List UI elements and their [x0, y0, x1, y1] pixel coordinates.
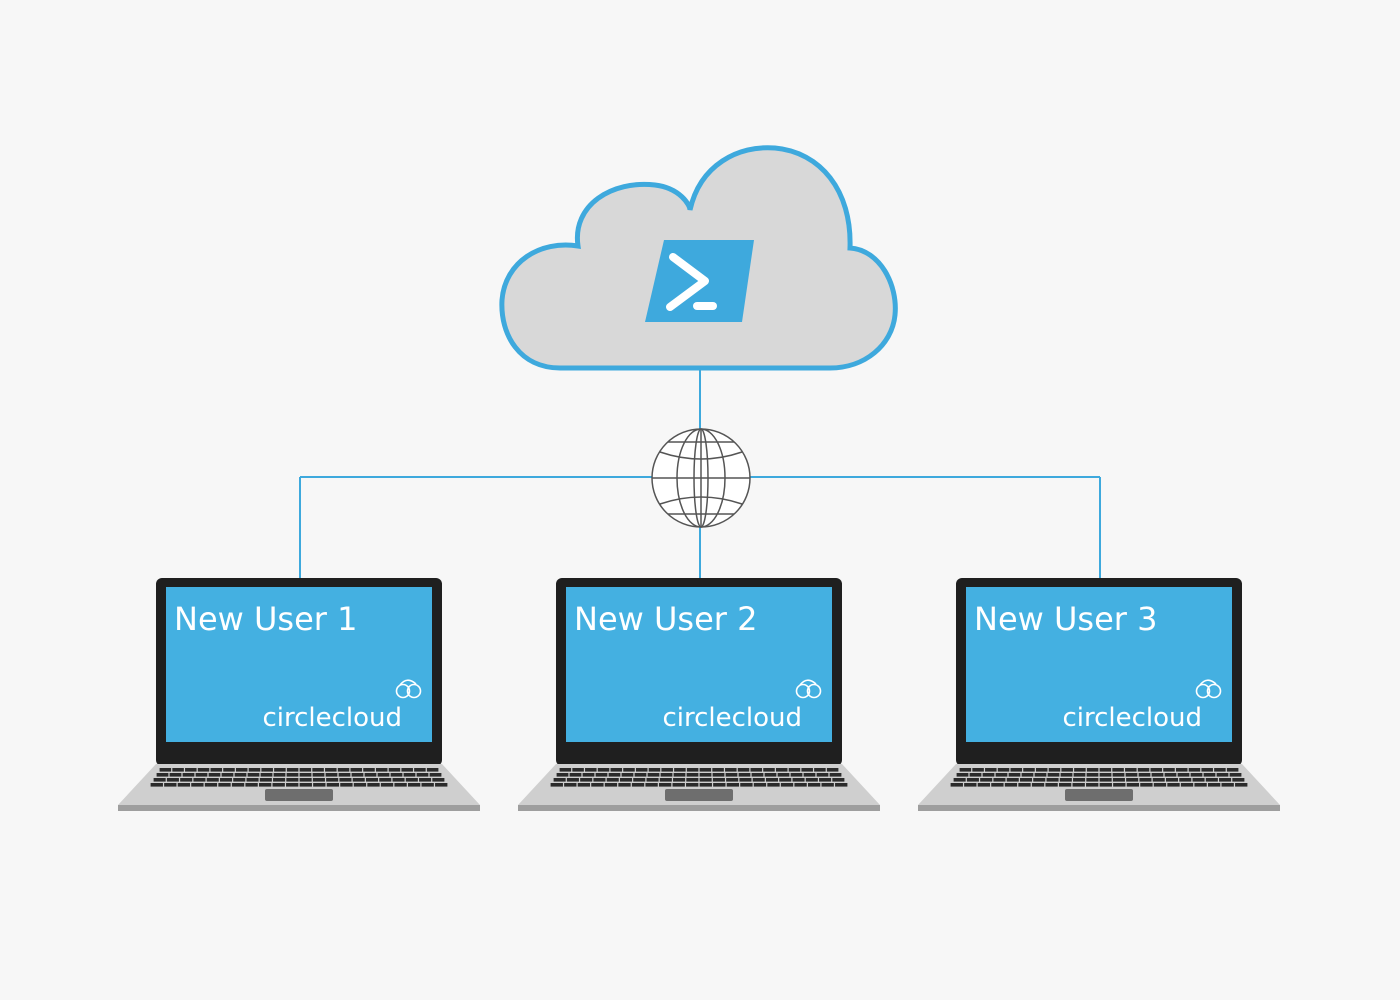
laptop-brand-label: circlecloud [1062, 703, 1202, 733]
laptops-row: New User 1 circlecloud New User 2 circleclo… [118, 578, 1280, 811]
globe-icon [651, 428, 751, 528]
laptop-trackpad [1065, 789, 1133, 801]
circlecloud-logo-icon [795, 679, 822, 699]
laptop-keys [150, 768, 448, 787]
powershell-prompt-icon [645, 240, 754, 322]
laptop-2: New User 2 circlecloud [518, 578, 880, 811]
laptop-trackpad [265, 789, 333, 801]
laptop-3: New User 3 circlecloud [918, 578, 1280, 811]
laptop-screen [566, 587, 832, 742]
laptop-screen [966, 587, 1232, 742]
laptop-1: New User 1 circlecloud [118, 578, 480, 811]
laptop-keyboard-deck [118, 764, 480, 805]
laptop-base-edge [518, 805, 880, 811]
laptop-title: New User 3 [974, 600, 1157, 638]
laptop-keyboard-deck [518, 764, 880, 805]
laptop-title: New User 2 [574, 600, 757, 638]
laptop-keys [550, 768, 848, 787]
laptop-base-edge [918, 805, 1280, 811]
laptop-brand-label: circlecloud [662, 703, 802, 733]
laptop-keyboard-deck [918, 764, 1280, 805]
laptop-trackpad [665, 789, 733, 801]
laptop-screen [166, 587, 432, 742]
laptop-base-edge [118, 805, 480, 811]
laptop-title: New User 1 [174, 600, 357, 638]
laptop-brand-label: circlecloud [262, 703, 402, 733]
circlecloud-logo-icon [1195, 679, 1222, 699]
laptop-keys [950, 768, 1248, 787]
cloud [499, 145, 898, 371]
circlecloud-logo-icon [395, 679, 422, 699]
